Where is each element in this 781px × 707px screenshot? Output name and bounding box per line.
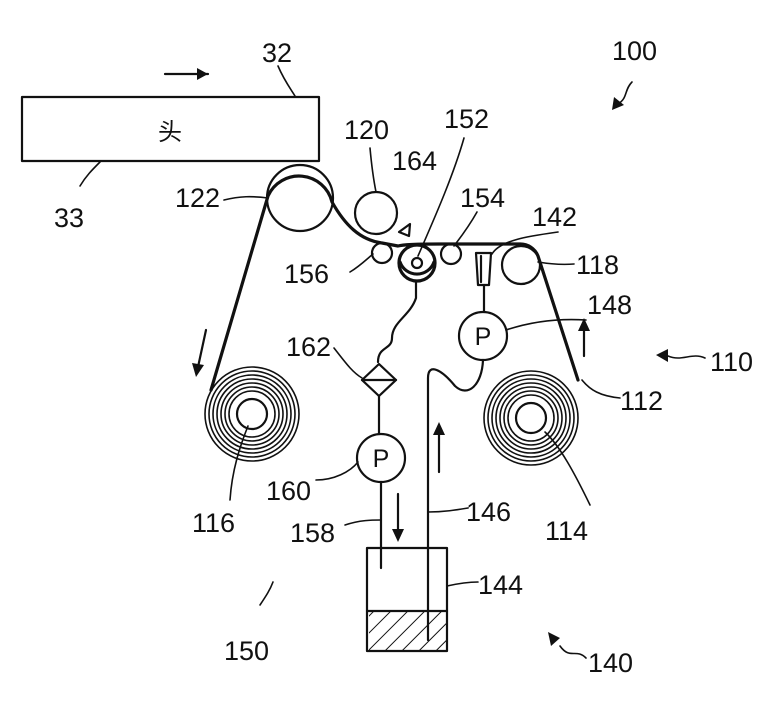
label-154: 154 <box>460 183 505 213</box>
drive-roller-hub <box>410 256 424 270</box>
arrow-return-up <box>433 422 445 474</box>
head-block <box>20 95 321 163</box>
pipe-152-to-filter <box>376 279 418 364</box>
label-158: 158 <box>290 518 335 548</box>
label-112: 112 <box>620 386 663 416</box>
label-32: 32 <box>262 38 292 68</box>
pipe-146 <box>426 358 485 642</box>
label-142: 142 <box>532 202 577 232</box>
label-140: 140 <box>588 648 633 678</box>
roller-120 <box>353 190 399 236</box>
label-100: 100 <box>612 36 657 66</box>
tape-path <box>209 174 580 392</box>
arrow-110 <box>656 349 706 362</box>
label-146: 146 <box>466 497 511 527</box>
arrow-100 <box>612 81 633 110</box>
label-118: 118 <box>576 250 619 280</box>
indicator-164 <box>397 222 412 238</box>
tank-144 <box>365 546 449 653</box>
pump-160-symbol: P <box>373 445 390 473</box>
head-direction-arrow <box>163 68 210 80</box>
label-148: 148 <box>587 290 632 320</box>
leader-lines <box>79 65 621 606</box>
reel-116 <box>204 366 300 462</box>
pump-148-symbol: P <box>475 323 492 351</box>
label-156: 156 <box>284 259 329 289</box>
label-152: 152 <box>444 104 489 134</box>
tape-wrap-drive <box>398 260 436 276</box>
arrow-feed-down <box>392 492 404 542</box>
label-162: 162 <box>286 332 331 362</box>
arrow-140 <box>548 632 587 659</box>
roller-118 <box>500 244 542 286</box>
label-110: 110 <box>710 347 753 377</box>
label-164: 164 <box>392 146 437 176</box>
filter-162 <box>360 362 398 436</box>
reel-114 <box>483 370 579 466</box>
label-114: 114 <box>545 516 588 546</box>
label-160: 160 <box>266 476 311 506</box>
label-33: 33 <box>54 203 84 233</box>
label-120: 120 <box>344 115 389 145</box>
label-122: 122 <box>175 183 220 213</box>
label-116: 116 <box>192 508 235 538</box>
nozzle-142 <box>474 251 493 314</box>
roller-156 <box>370 241 394 265</box>
arrow-takeup-down <box>192 328 208 377</box>
roller-154 <box>439 242 463 266</box>
head-label: 头 <box>158 118 182 146</box>
label-150: 150 <box>224 636 269 666</box>
arrow-supply-up <box>578 318 590 358</box>
label-144: 144 <box>478 570 523 600</box>
